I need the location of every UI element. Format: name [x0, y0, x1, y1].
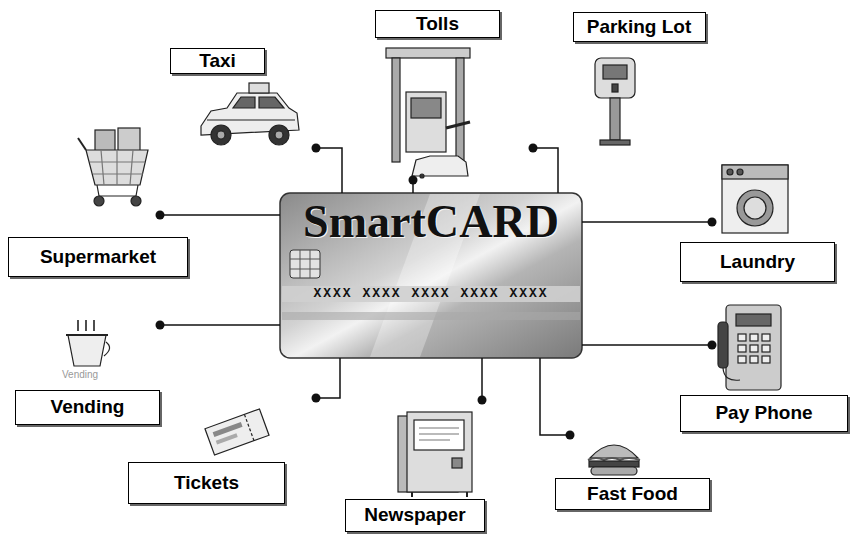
connector-line	[160, 324, 280, 326]
service-label: Pay Phone	[680, 395, 848, 432]
service-label: Supermarket	[8, 237, 188, 277]
toll-booth-icon	[386, 48, 470, 178]
connector-line	[316, 358, 340, 398]
shopping-cart-icon	[78, 128, 148, 206]
connector-line	[540, 358, 570, 435]
vending-cup-icon	[66, 320, 110, 366]
service-group: Taxi	[170, 45, 316, 150]
card-illustration	[280, 193, 582, 358]
connector-dot	[312, 394, 321, 403]
pay-phone-icon	[718, 305, 781, 390]
connector-line	[316, 148, 342, 193]
card-number: XXXX XXXX XXXX XXXX XXXX	[280, 286, 582, 302]
connector-line	[533, 148, 558, 193]
connector-line	[582, 344, 712, 346]
connector-dot	[312, 144, 321, 153]
service-group: Newspaper	[345, 400, 490, 534]
washing-machine-icon	[722, 165, 788, 233]
connector-dot	[708, 341, 717, 350]
card-brand: SmartCARD	[280, 196, 582, 248]
service-label: Tolls	[375, 10, 500, 38]
service-label: Fast Food	[555, 478, 710, 510]
service-group: Fast Food	[570, 425, 712, 512]
connector-dot	[566, 431, 575, 440]
parking-meter-icon	[595, 58, 635, 145]
service-group: Supermarket	[8, 125, 160, 278]
connector-line	[582, 221, 712, 223]
connector-dot	[409, 176, 418, 185]
connector-dot	[478, 396, 487, 405]
service-label: Vending	[15, 390, 160, 425]
service-label: Taxi	[170, 48, 265, 74]
service-label: Laundry	[680, 242, 835, 282]
connector-dot	[156, 321, 165, 330]
service-group: Tolls	[375, 10, 500, 180]
service-label: Tickets	[128, 462, 285, 504]
connector-dot	[156, 211, 165, 220]
connector-line	[160, 214, 280, 216]
smart-card: SmartCARD XXXX XXXX XXXX XXXX XXXX	[280, 193, 582, 358]
service-group: Pay Phone	[712, 300, 850, 434]
service-group: Laundry	[712, 160, 840, 284]
icon-caption: Vending	[62, 369, 98, 380]
service-label: Newspaper	[345, 499, 485, 532]
connector-dot	[529, 144, 538, 153]
ticket-icon	[205, 409, 269, 455]
service-label: Parking Lot	[573, 12, 706, 42]
newspaper-box-icon	[398, 412, 472, 497]
taxi-icon	[201, 83, 299, 145]
connector-dot	[708, 218, 717, 227]
service-group: Parking Lot	[533, 10, 705, 150]
connector-line	[481, 358, 483, 400]
burger-icon	[588, 445, 640, 475]
